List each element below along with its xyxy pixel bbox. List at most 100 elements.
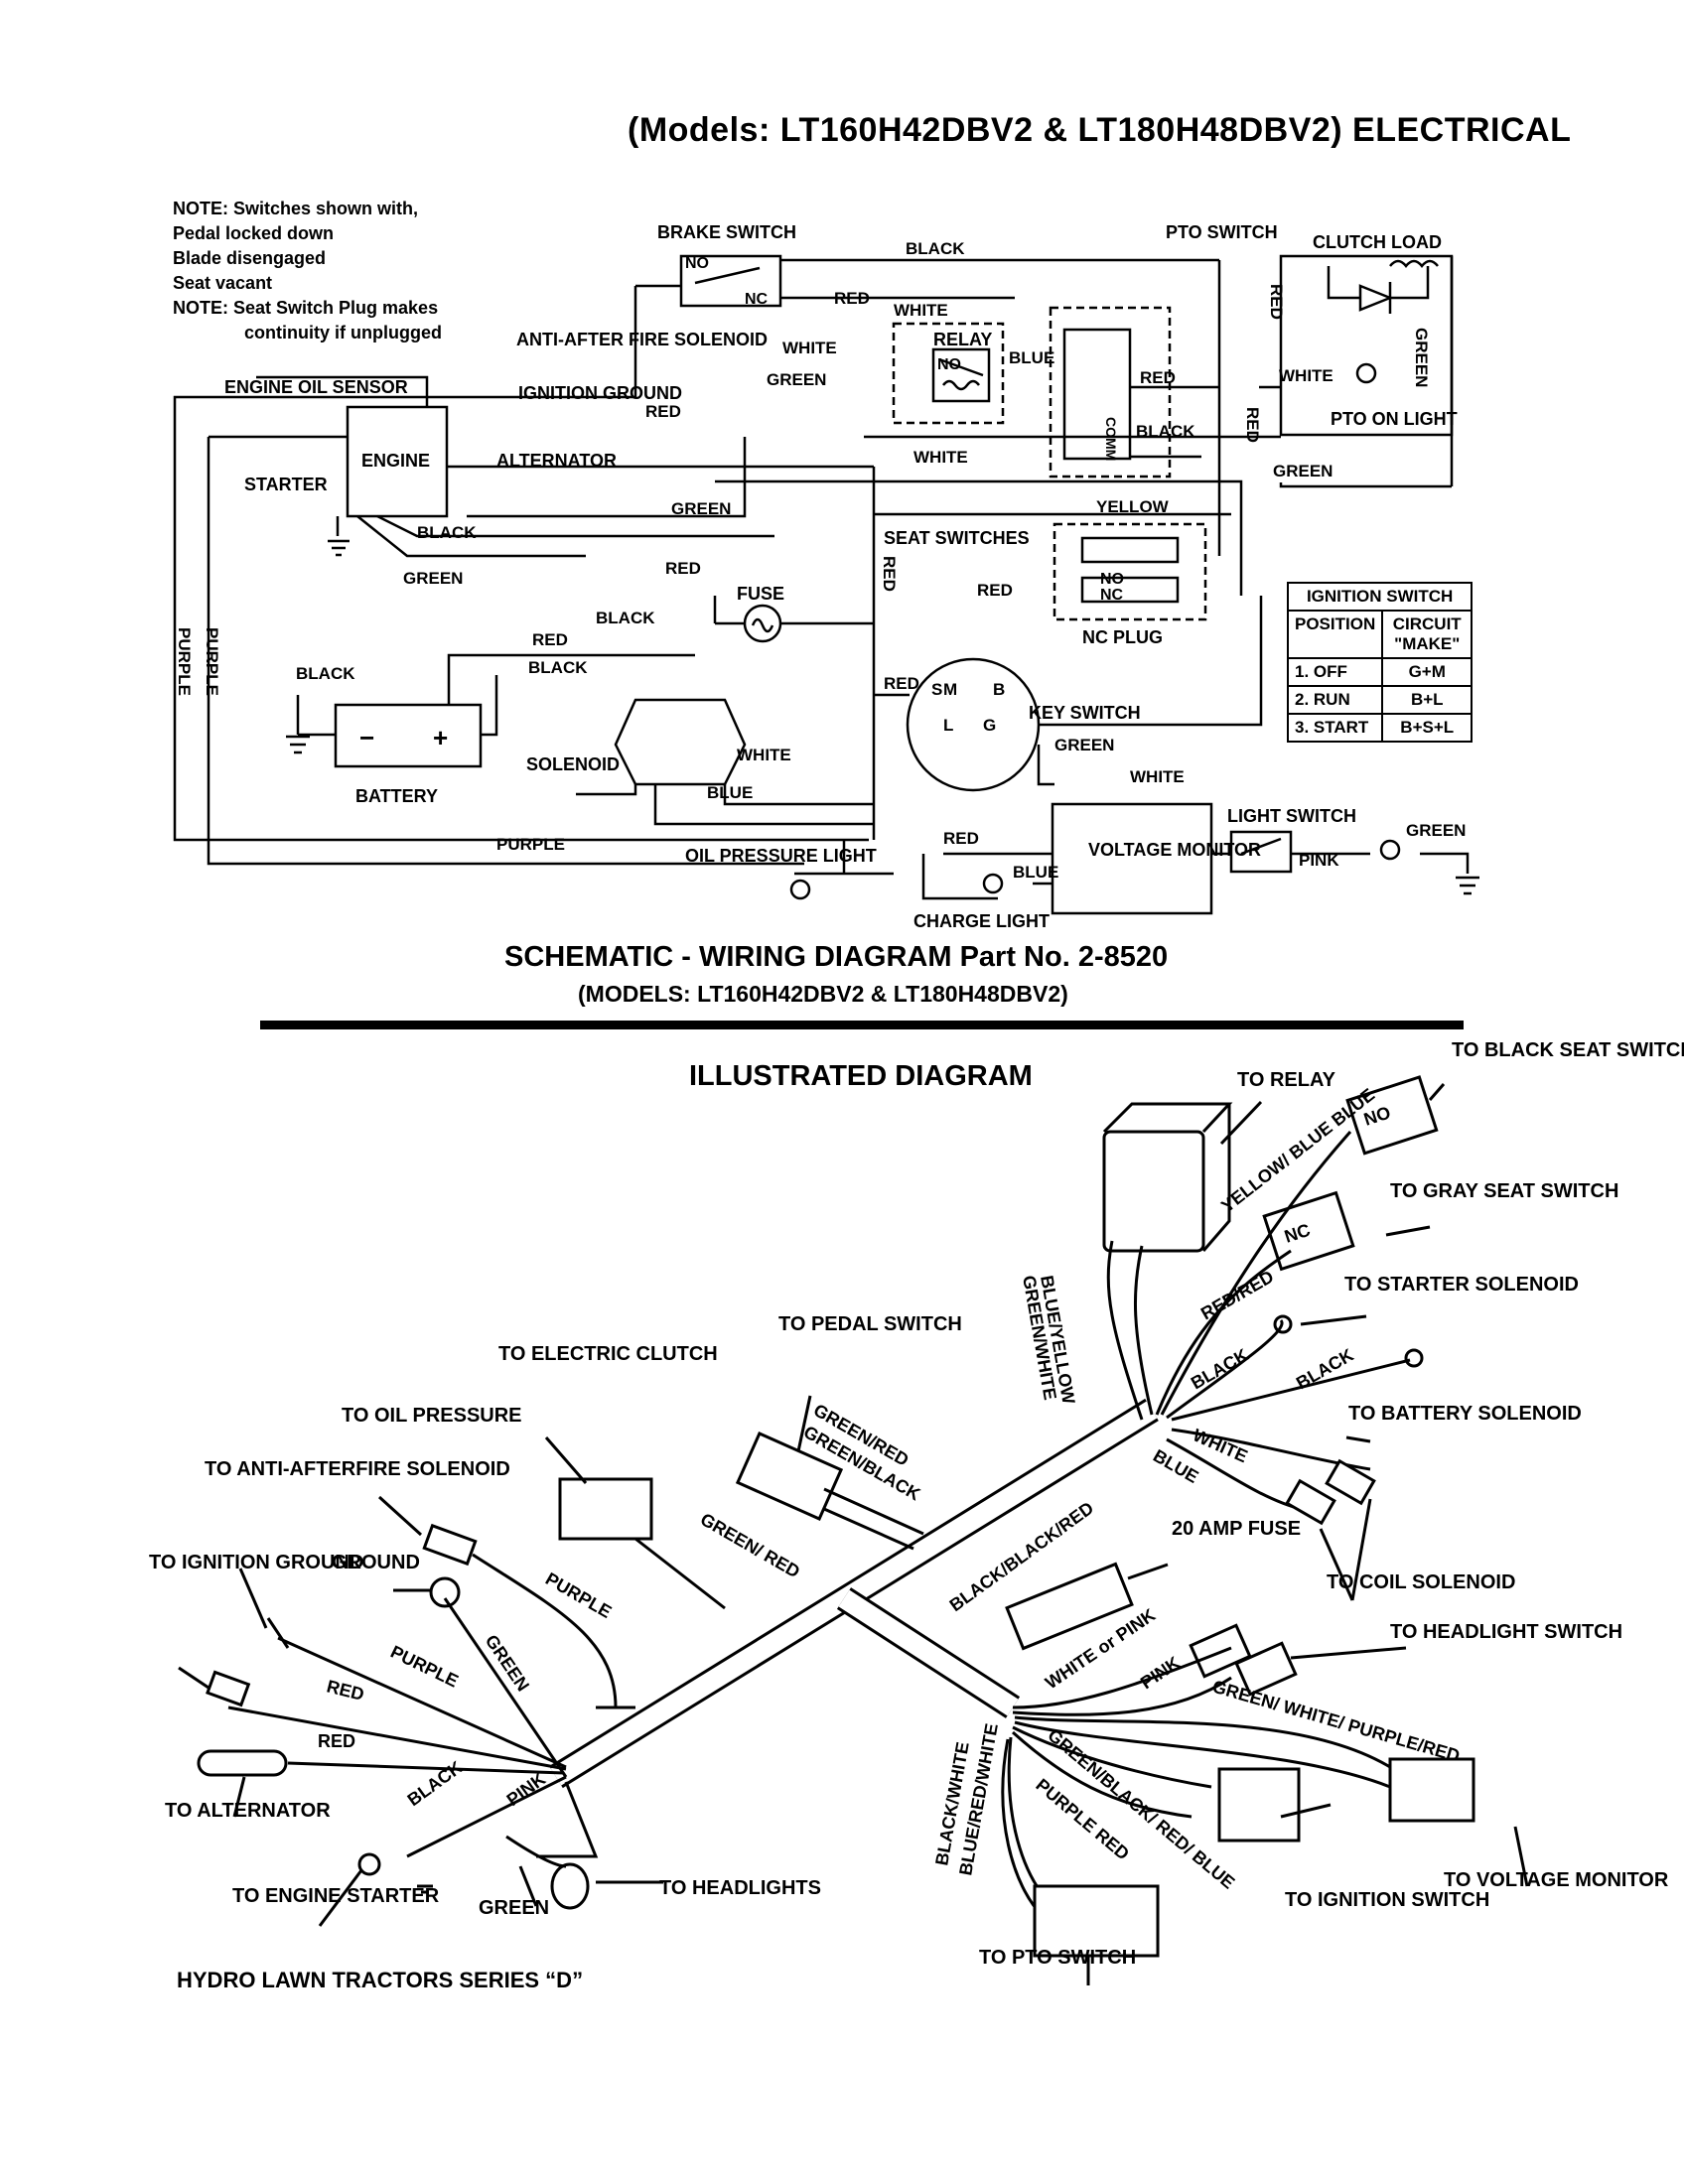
key-switch-label: KEY SWITCH (1029, 703, 1141, 723)
engine-oil-sensor-label: ENGINE OIL SENSOR (224, 377, 408, 397)
contact-no: NO (685, 255, 709, 272)
to-relay-label: TO RELAY (1237, 1069, 1336, 1091)
nc-plug-label: NC PLUG (1082, 627, 1163, 647)
to-voltage-monitor-label: TO VOLTAGE MONITOR (1444, 1869, 1669, 1891)
wire-label-red: RED (977, 581, 1013, 600)
alternator-label: ALTERNATOR (496, 451, 617, 471)
relay-label: RELAY (933, 330, 992, 349)
voltage-monitor-box (1051, 802, 1213, 915)
battery-minus: − (359, 723, 374, 752)
ignition-switch-table: IGNITION SWITCH POSITION CIRCUIT "MAKE" … (1286, 582, 1474, 743)
wire-pink-main: PINK (503, 1769, 550, 1810)
relay-contact-no: NO (937, 356, 961, 373)
table-cell: 3. START (1286, 713, 1384, 743)
charge-light-label: CHARGE LIGHT (913, 911, 1050, 931)
note-line: NOTE: Switches shown with, (173, 199, 419, 218)
key-contact-s: S (931, 680, 942, 699)
illustrated-title: ILLUSTRATED DIAGRAM (689, 1060, 1033, 1092)
wire-label-red: RED (645, 402, 681, 421)
wire-label-white: WHITE (737, 746, 791, 764)
wire-label-purple: PURPLE (175, 627, 194, 696)
wire-label-white: WHITE (782, 339, 837, 357)
wire-label-green: GREEN (767, 370, 826, 389)
brake-switch-label: BRAKE SWITCH (657, 222, 796, 242)
seat-contact-nc: NC (1100, 587, 1124, 604)
wire-label-purple: PURPLE (496, 835, 565, 854)
wire-label-red: RED (665, 559, 701, 578)
coil-terminal (1325, 1458, 1376, 1506)
wire-white: WHITE (1190, 1425, 1250, 1466)
wire-label-white: WHITE (1279, 366, 1333, 385)
charge-light-icon (982, 873, 1004, 894)
wire-label-blue: BLUE (707, 783, 753, 802)
table-header: POSITION (1286, 610, 1384, 659)
wire-red-1: RED (325, 1676, 366, 1705)
starter-label: STARTER (244, 475, 328, 494)
wire-purple-anti: PURPLE (387, 1642, 461, 1692)
oil-pressure-light-label: OIL PRESSURE LIGHT (685, 846, 877, 866)
wire-blue: BLUE (1150, 1445, 1201, 1487)
voltage-monitor-connector (1388, 1757, 1475, 1823)
wire-label-red: RED (884, 674, 919, 693)
note-line: Pedal locked down (173, 223, 335, 243)
wire-label-yellow: YELLOW (1096, 497, 1170, 516)
ignition-ground-label: IGNITION GROUND (518, 383, 682, 403)
table-cell: 1. OFF (1286, 657, 1384, 687)
to-black-seat-label: TO BLACK SEAT SWITCH (1452, 1039, 1684, 1061)
wire-label-green: GREEN (671, 499, 731, 518)
to-anti-afterfire-label: TO ANTI-AFTERFIRE SOLENOID (205, 1458, 510, 1480)
pto-switch-connector (1033, 1884, 1160, 1958)
wire-label-green: GREEN (1273, 462, 1333, 480)
fuse-label: FUSE (737, 584, 784, 604)
alternator-connector (197, 1749, 288, 1777)
wire-purple: PURPLE (542, 1569, 615, 1622)
section-divider (260, 1021, 1464, 1029)
wire-label-red: RED (943, 829, 979, 848)
anti-after-fire-label: ANTI-AFTER FIRE SOLENOID (516, 330, 768, 349)
relay-box (931, 347, 991, 403)
headlight-switch-connector (1234, 1641, 1298, 1697)
wire-green-red-2: GREEN/ RED (697, 1509, 803, 1581)
wire-label-white: WHITE (894, 301, 948, 320)
pto-switch-box (1062, 328, 1132, 461)
solenoid-label: SOLENOID (526, 754, 620, 774)
wire-label-red: RED (1243, 407, 1262, 443)
table-cell: B+S+L (1381, 713, 1474, 743)
to-headlights-label: TO HEADLIGHTS (659, 1877, 821, 1899)
to-gray-seat-label: TO GRAY SEAT SWITCH (1390, 1180, 1618, 1202)
wire-red-red: RED/RED (1197, 1267, 1277, 1324)
wire-label-pink: PINK (1299, 851, 1339, 870)
wire-label-black: BLACK (528, 658, 588, 677)
to-starter-solenoid-label: TO STARTER SOLENOID (1344, 1274, 1579, 1296)
key-contact-m: M (943, 680, 957, 699)
key-contact-b: B (993, 680, 1005, 699)
to-electric-clutch-label: TO ELECTRIC CLUTCH (498, 1343, 718, 1365)
to-ignition-ground-label: TO IGNITION GROUND (149, 1552, 363, 1573)
note-line: Seat vacant (173, 273, 273, 293)
wire-label-red: RED (1267, 284, 1286, 320)
wire-red-2: RED (318, 1731, 355, 1751)
wire-label-black: BLACK (417, 523, 477, 542)
pedal-switch-connector (735, 1432, 844, 1521)
table-row: 2. RUN B+L (1286, 685, 1474, 715)
wire-label-red: RED (880, 556, 899, 592)
green-label: GREEN (479, 1897, 549, 1919)
note-line: continuity if unplugged (244, 323, 442, 342)
light-switch-box (1229, 830, 1293, 874)
to-engine-starter-label: TO ENGINE STARTER (232, 1885, 440, 1907)
to-coil-solenoid-label: TO COIL SOLENOID (1327, 1571, 1515, 1593)
pto-switch-label: PTO SWITCH (1166, 222, 1278, 242)
wire-label-green: GREEN (1054, 736, 1114, 754)
wire-label-black: BLACK (1136, 422, 1195, 441)
table-row: 3. START B+S+L (1286, 713, 1474, 743)
fuse-20amp-label: 20 AMP FUSE (1172, 1518, 1301, 1540)
seat-contact-no: NO (1100, 571, 1124, 588)
table-header: CIRCUIT "MAKE" (1381, 610, 1474, 659)
key-contact-g: G (983, 716, 996, 735)
wire-label-blue: BLUE (1013, 863, 1058, 882)
footer-series-label: HYDRO LAWN TRACTORS SERIES “D” (177, 1968, 584, 1992)
wire-label-green: GREEN (403, 569, 463, 588)
brake-switch-box (679, 254, 782, 308)
page-title: (Models: LT160H42DBV2 & LT180H48DBV2) EL… (628, 111, 1572, 149)
